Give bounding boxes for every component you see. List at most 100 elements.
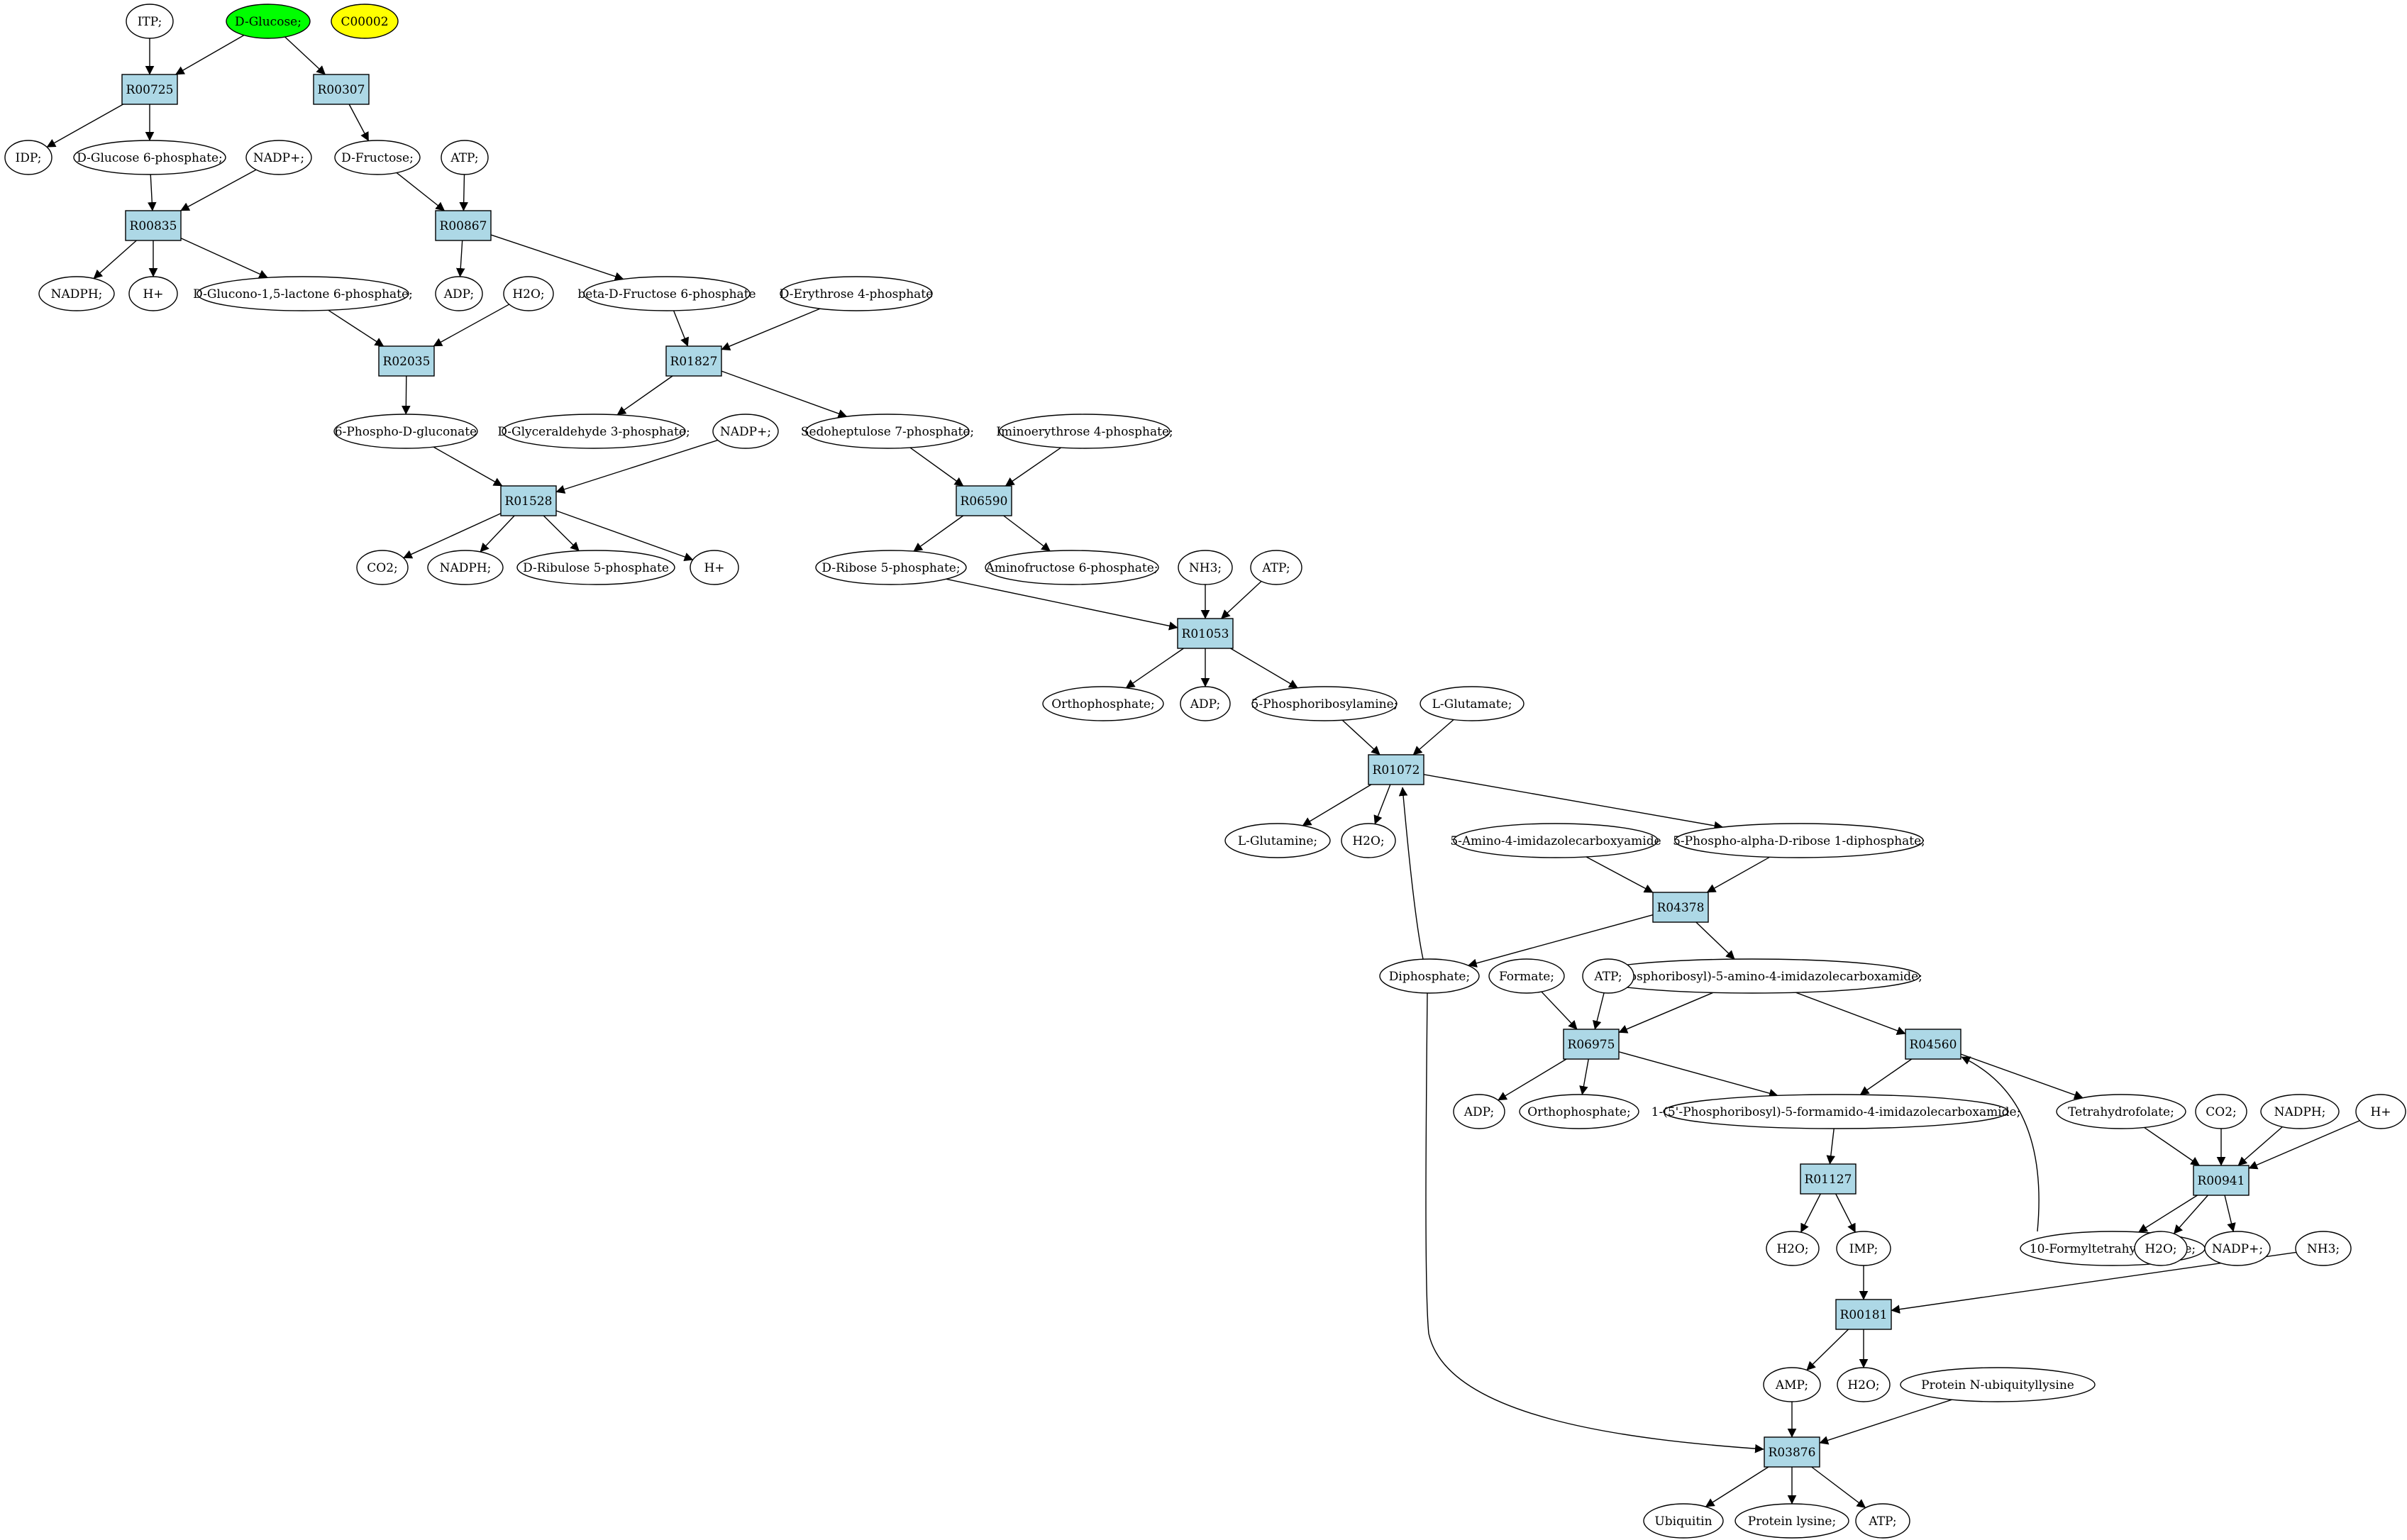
compound-node-nadp3[interactable]: NADP+; bbox=[2204, 1231, 2271, 1266]
compound-label: Formate; bbox=[1499, 970, 1554, 984]
reaction-node-r00941[interactable]: R00941 bbox=[2193, 1165, 2250, 1196]
compound-node-formate[interactable]: Formate; bbox=[1488, 958, 1565, 994]
edge-r5p-to-R01053 bbox=[946, 578, 1178, 631]
compound-node-dglucose[interactable]: D-Glucose; bbox=[226, 4, 311, 39]
compound-node-h2o1[interactable]: H2O; bbox=[503, 276, 554, 311]
compound-node-nadph1[interactable]: NADPH; bbox=[38, 276, 115, 311]
compound-node-amp[interactable]: AMP; bbox=[1763, 1367, 1821, 1402]
compound-label: CO2; bbox=[367, 561, 398, 575]
compound-node-adp2[interactable]: ADP; bbox=[1180, 686, 1231, 721]
edge-R03876-to-atp4 bbox=[1811, 1466, 1866, 1509]
compound-node-nh3b[interactable]: NH3; bbox=[2295, 1231, 2352, 1266]
compound-node-prpp[interactable]: 5-Phospho-alpha-D-ribose 1-diphosphate; bbox=[1673, 823, 1925, 858]
reaction-node-r01072[interactable]: R01072 bbox=[1368, 754, 1424, 785]
compound-label: NH3; bbox=[2307, 1242, 2340, 1256]
edge-diphosphate-to-R03876 bbox=[1425, 992, 1764, 1453]
compound-node-lglutamine[interactable]: L-Glutamine; bbox=[1224, 823, 1331, 858]
compound-node-aica[interactable]: 5-Amino-4-imidazolecarboxyamide bbox=[1450, 823, 1661, 858]
compound-label: H2O; bbox=[2145, 1242, 2176, 1256]
compound-node-h1[interactable]: H+ bbox=[128, 276, 178, 311]
compound-label: Protein lysine; bbox=[1748, 1514, 1836, 1529]
compound-node-nadph2[interactable]: NADPH; bbox=[427, 550, 504, 585]
compound-label: C00002 bbox=[341, 15, 388, 29]
reaction-node-r00867[interactable]: R00867 bbox=[435, 210, 492, 241]
edge-pgluconate-to-R01528 bbox=[433, 446, 503, 487]
compound-label: D-Glucose; bbox=[235, 15, 301, 29]
compound-node-h3[interactable]: H+ bbox=[2355, 1094, 2406, 1129]
compound-node-g6p[interactable]: D-Glucose 6-phosphate; bbox=[73, 140, 226, 175]
compound-node-co2a[interactable]: CO2; bbox=[356, 550, 409, 585]
reaction-node-r06590[interactable]: R06590 bbox=[956, 485, 1012, 516]
compound-node-plysine[interactable]: Protein lysine; bbox=[1734, 1503, 1849, 1539]
compound-node-co2b[interactable]: CO2; bbox=[2195, 1094, 2247, 1129]
compound-node-nadp2[interactable]: NADP+; bbox=[712, 414, 779, 449]
compound-node-imp[interactable]: IMP; bbox=[1836, 1231, 1891, 1266]
compound-node-adp1[interactable]: ADP; bbox=[435, 276, 483, 311]
compound-node-r5p[interactable]: D-Ribose 5-phosphate; bbox=[815, 550, 967, 585]
compound-label: D-Erythrose 4-phosphate bbox=[780, 287, 933, 301]
compound-label: ITP; bbox=[138, 15, 162, 29]
compound-node-h2o3[interactable]: H2O; bbox=[1766, 1231, 1820, 1266]
compound-node-pgluconate[interactable]: 6-Phospho-D-gluconate bbox=[333, 414, 478, 449]
compound-label: H+ bbox=[2370, 1105, 2391, 1119]
compound-node-ru5p[interactable]: D-Ribulose 5-phosphate bbox=[516, 550, 675, 585]
reaction-node-r04560[interactable]: R04560 bbox=[1905, 1029, 1961, 1060]
compound-node-aicar[interactable]: 1-(5'-Phosphoribosyl)-5-amino-4-imidazol… bbox=[1582, 958, 1922, 994]
compound-node-imino[interactable]: Iminoerythrose 4-phosphate; bbox=[996, 414, 1173, 449]
compound-node-h2[interactable]: H+ bbox=[690, 550, 739, 585]
compound-label: H+ bbox=[143, 287, 163, 301]
compound-node-e4p[interactable]: D-Erythrose 4-phosphate bbox=[780, 276, 933, 311]
compound-node-s7p[interactable]: Sedoheptulose 7-phosphate; bbox=[801, 414, 974, 449]
reaction-node-r03876[interactable]: R03876 bbox=[1764, 1436, 1820, 1468]
compound-node-atp1[interactable]: ATP; bbox=[441, 140, 489, 175]
reaction-node-r04378[interactable]: R04378 bbox=[1652, 892, 1709, 923]
compound-node-thf[interactable]: Tetrahydrofolate; bbox=[2056, 1094, 2186, 1129]
compound-node-h2o4[interactable]: H2O; bbox=[2134, 1231, 2188, 1266]
compound-node-glucono[interactable]: D-Glucono-1,5-lactone 6-phosphate; bbox=[193, 276, 413, 311]
reaction-node-r01127[interactable]: R01127 bbox=[1800, 1163, 1857, 1195]
reaction-node-r06975[interactable]: R06975 bbox=[1563, 1029, 1620, 1060]
compound-node-faicar[interactable]: 1-(5'-Phosphoribosyl)-5-formamido-4-imid… bbox=[1651, 1094, 2021, 1129]
edge-h2o1-to-R02035 bbox=[433, 304, 510, 347]
compound-node-c00002[interactable]: C00002 bbox=[331, 4, 399, 39]
compound-label: H2O; bbox=[1352, 834, 1384, 848]
compound-node-nh3a[interactable]: NH3; bbox=[1178, 550, 1233, 585]
reaction-node-r00181[interactable]: R00181 bbox=[1835, 1299, 1892, 1330]
compound-node-pnub[interactable]: Protein N-ubiquityllysine bbox=[1900, 1367, 2096, 1402]
edge-R00867-to-bdf6p bbox=[490, 234, 624, 281]
reaction-node-r01053[interactable]: R01053 bbox=[1177, 618, 1234, 649]
reaction-node-r00835[interactable]: R00835 bbox=[125, 210, 182, 241]
compound-node-h2o5[interactable]: H2O; bbox=[1837, 1367, 1891, 1402]
reaction-node-r02035[interactable]: R02035 bbox=[378, 345, 435, 377]
compound-node-atp3[interactable]: ATP; bbox=[1582, 958, 1634, 994]
compound-node-adp3[interactable]: ADP; bbox=[1453, 1094, 1505, 1129]
compound-node-atp2[interactable]: ATP; bbox=[1250, 550, 1302, 585]
compound-node-nadp1[interactable]: NADP+; bbox=[245, 140, 312, 175]
reaction-label: R03876 bbox=[1769, 1446, 1816, 1460]
reaction-node-r01528[interactable]: R01528 bbox=[500, 485, 557, 516]
reaction-node-r00307[interactable]: R00307 bbox=[313, 74, 370, 105]
compound-node-itp[interactable]: ITP; bbox=[126, 4, 174, 39]
compound-node-ubiquitin[interactable]: Ubiquitin bbox=[1643, 1503, 1724, 1539]
edge-aicar-to-R04560 bbox=[1795, 992, 1906, 1035]
compound-node-orthop2[interactable]: Orthophosphate; bbox=[1519, 1094, 1639, 1129]
compound-node-lglutamate[interactable]: L-Glutamate; bbox=[1420, 686, 1525, 721]
compound-node-atp4[interactable]: ATP; bbox=[1855, 1503, 1910, 1539]
compound-node-dfructose[interactable]: D-Fructose; bbox=[334, 140, 421, 175]
reaction-node-r00725[interactable]: R00725 bbox=[121, 74, 178, 105]
reaction-node-r01827[interactable]: R01827 bbox=[665, 345, 722, 377]
compound-ellipse bbox=[245, 140, 312, 175]
compound-node-h2o2[interactable]: H2O; bbox=[1341, 823, 1396, 858]
compound-node-bdf6p[interactable]: beta-D-Fructose 6-phosphate bbox=[577, 276, 756, 311]
compound-node-aminof[interactable]: Aminofructose 6-phosphate; bbox=[985, 550, 1159, 585]
edge-R03876-to-ubiquitin bbox=[1705, 1466, 1769, 1507]
compound-node-diphosphate[interactable]: Diphosphate; bbox=[1379, 958, 1480, 994]
compound-node-g3p[interactable]: D-Glyceraldehyde 3-phosphate; bbox=[497, 414, 690, 449]
compound-label: Aminofructose 6-phosphate; bbox=[985, 561, 1158, 575]
compound-node-prpamine[interactable]: 5-Phosphoribosylamine; bbox=[1251, 686, 1398, 721]
compound-node-nadph3[interactable]: NADPH; bbox=[2260, 1094, 2340, 1129]
compound-node-idp[interactable]: IDP; bbox=[4, 140, 52, 175]
compound-label: Protein N-ubiquityllysine bbox=[1921, 1378, 2074, 1392]
compound-node-orthop1[interactable]: Orthophosphate; bbox=[1042, 686, 1164, 721]
compound-label: ATP; bbox=[450, 151, 478, 165]
